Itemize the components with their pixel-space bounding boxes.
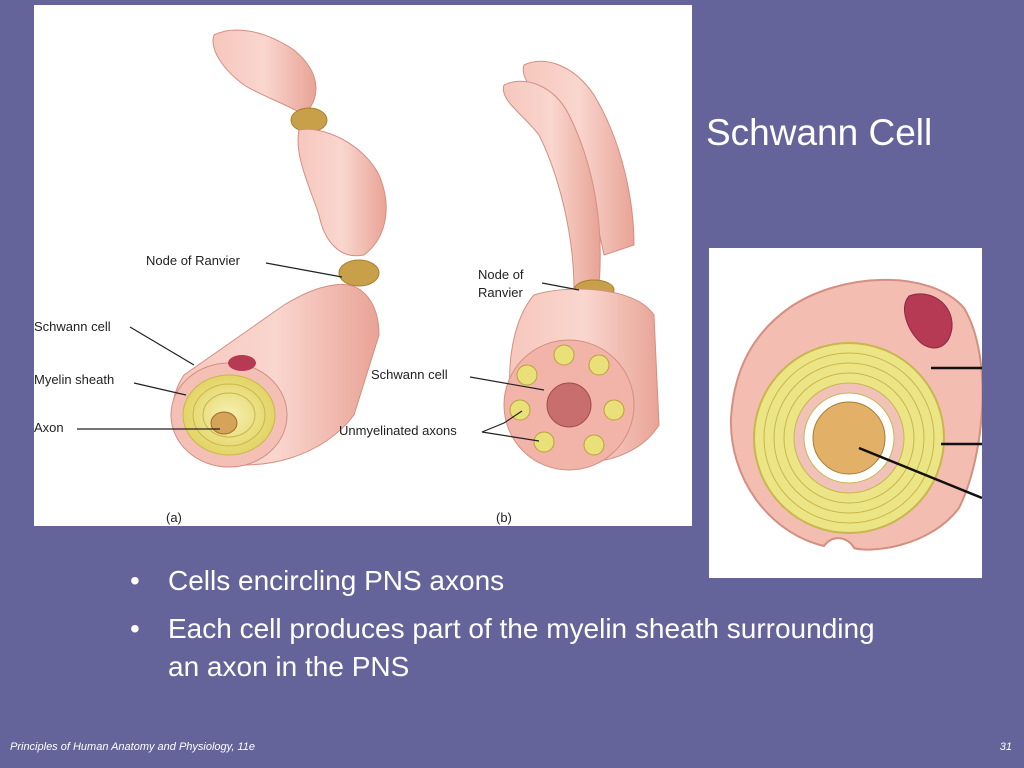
leader-lines [77,262,580,442]
caption-a: (a) [166,510,182,525]
label-axon: Axon [34,420,64,435]
inset-figure-panel [709,248,982,578]
label-myelin-sheath: Myelin sheath [34,372,115,387]
myelinated-fiber-a [170,29,387,468]
label-node-of-ranvier-a: Node of Ranvier [146,253,240,268]
unmyelinated-fiber-b [502,60,660,471]
schwann-cell-cross-section [729,278,982,551]
label-node-of-ranvier-b-line1: Node of [478,267,524,282]
bullet-list: • Cells encircling PNS axons • Each cell… [128,562,888,696]
bullet-item-2: • Each cell produces part of the myelin … [128,610,888,686]
label-schwann-cell-b: Schwann cell [371,367,448,382]
bullet-dot-icon: • [130,565,140,596]
slide-title: Schwann Cell [706,112,933,153]
caption-b: (b) [496,510,512,525]
bullet-item-1: • Cells encircling PNS axons [128,562,888,600]
page-number: 31 [999,741,1012,753]
bullet-dot-icon: • [130,613,140,644]
nerve-fiber-illustration [77,29,660,471]
bullet-text-2: Each cell produces part of the myelin sh… [168,613,875,682]
label-unmyelinated-axons: Unmyelinated axons [339,423,457,438]
bullet-text-1: Cells encircling PNS axons [168,565,505,596]
label-schwann-cell-a: Schwann cell [34,319,111,334]
label-node-of-ranvier-b-line2: Ranvier [478,285,523,300]
main-figure-panel: Node of Ranvier Schwann cell Myelin shea… [34,5,692,526]
footer-source: Principles of Human Anatomy and Physiolo… [10,741,255,753]
